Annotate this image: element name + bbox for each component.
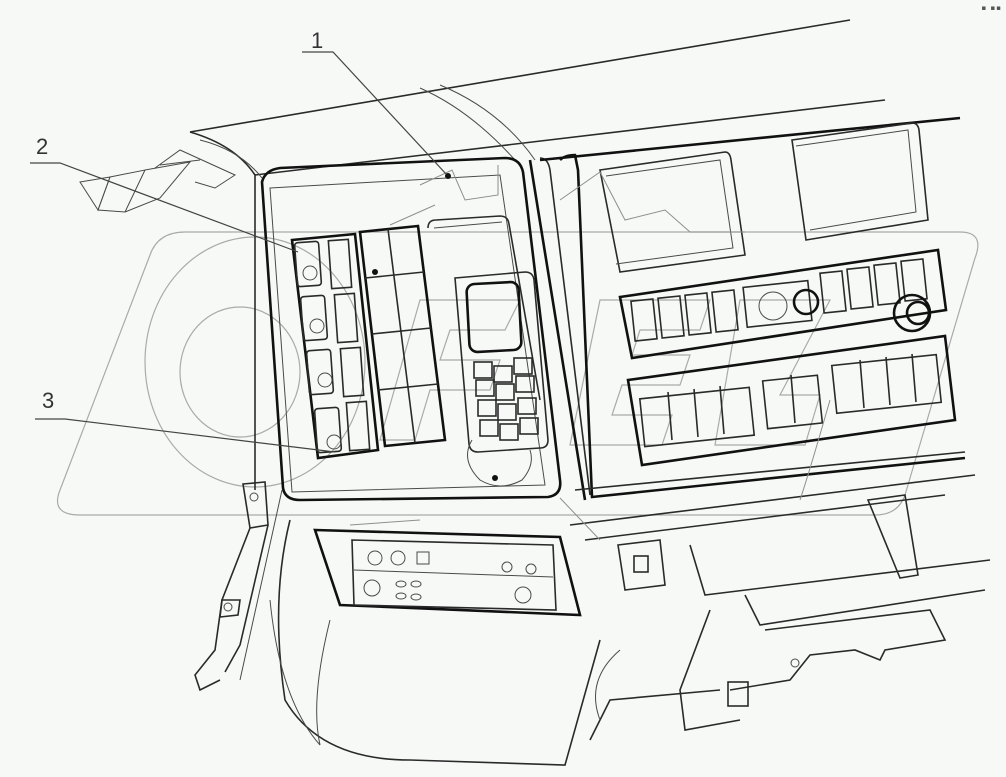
leader-line-1	[302, 51, 451, 179]
side-mount-bracket	[194, 481, 283, 692]
display-right	[791, 122, 929, 241]
corner-mark: ▪ ▪▪	[981, 4, 1002, 12]
rocker-switch	[299, 294, 329, 342]
dashboard-top-edges	[189, 19, 886, 490]
callout-label-3: 3	[42, 388, 55, 413]
rocker-switch	[313, 406, 343, 454]
center-switch-grid	[358, 224, 447, 448]
keypad-module	[427, 215, 549, 487]
lower-console	[269, 519, 601, 766]
switch-group-4a	[638, 385, 756, 448]
reference-lines	[349, 165, 831, 541]
keypad-keys	[473, 357, 539, 441]
ignition-knob	[892, 293, 932, 333]
switch-group-2	[761, 374, 824, 430]
rocker-switch	[305, 348, 335, 396]
leader-line-2	[30, 162, 299, 253]
right-panel	[539, 116, 966, 499]
lower-switch-bank	[626, 334, 957, 467]
callout-label-2: 2	[36, 134, 49, 159]
left-switch-column	[290, 232, 380, 460]
lower-right-structure	[569, 474, 991, 741]
leader-line-3	[35, 418, 336, 453]
rocker-switch	[293, 240, 323, 288]
upper-switch-bank	[618, 248, 948, 360]
switch-group-4b	[830, 353, 943, 415]
callout-label-1: 1	[311, 28, 324, 53]
display-left	[599, 151, 746, 273]
center-cluster-panel	[260, 156, 591, 502]
left-bracket-part	[79, 149, 237, 213]
